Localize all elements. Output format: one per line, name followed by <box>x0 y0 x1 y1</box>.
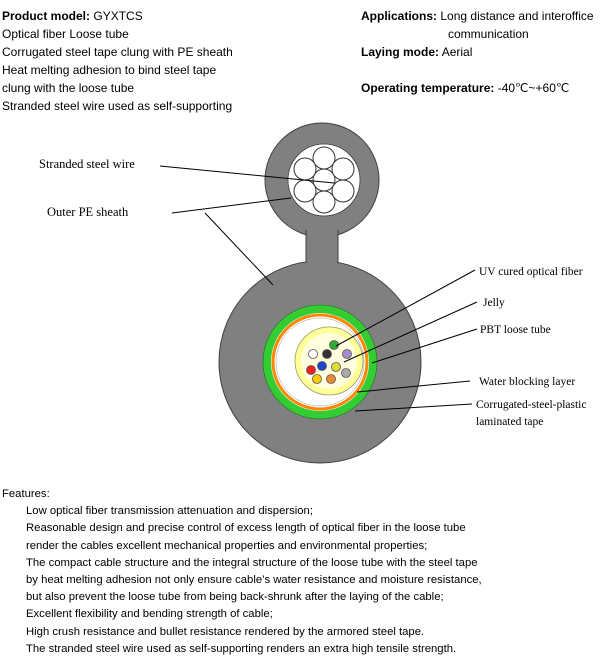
label-corrugated-2: laminated tape <box>476 416 543 428</box>
feature-item: The stranded steel wire used as self-sup… <box>26 642 457 655</box>
feature-item: The compact cable structure and the inte… <box>26 556 478 569</box>
feature-item: Low optical fiber transmission attenuati… <box>26 505 313 518</box>
feature-item: by heat melting adhesion not only ensure… <box>26 574 482 587</box>
leader-outer-sheath <box>171 197 292 214</box>
operating-temperature: Operating temperature: -40℃~+60℃ <box>361 79 594 97</box>
spec-line: Optical fiber Loose tube <box>2 27 129 41</box>
fiber <box>342 349 352 359</box>
leader-outer-sheath-2 <box>204 212 274 286</box>
label-uv-fiber: UV cured optical fiber <box>479 266 583 278</box>
spec-line: Heat melting adhesion to bind steel tape <box>2 63 217 77</box>
features-title: Features: <box>2 488 50 500</box>
steel-wire <box>331 179 355 203</box>
leader-pbt-tube <box>371 328 478 364</box>
steel-wire <box>293 157 317 181</box>
label-water-blocking: Water blocking layer <box>479 376 575 388</box>
label-stranded-steel-wire: Stranded steel wire <box>39 157 135 171</box>
feature-item: but also prevent the loose tube from bei… <box>26 591 444 604</box>
feature-item: render the cables excellent mechanical p… <box>26 539 428 552</box>
cable-cross-section-diagram: Stranded steel wire Outer PE sheath UV c… <box>39 122 587 464</box>
steel-wire <box>312 146 336 170</box>
spec-line: clung with the loose tube <box>2 81 135 95</box>
fiber <box>331 362 341 372</box>
fiber <box>308 349 318 359</box>
label-corrugated-1: Corrugated-steel-plastic <box>476 399 587 411</box>
label-pbt-tube: PBT loose tube <box>480 324 551 336</box>
spacer <box>361 61 594 79</box>
steel-wire <box>293 179 317 203</box>
label-jelly: Jelly <box>483 297 505 309</box>
steel-wires <box>293 146 355 214</box>
leader-uv-fiber <box>335 269 476 347</box>
temperature-value: -40℃~+60℃ <box>497 81 570 95</box>
leader-corrugated <box>354 403 473 412</box>
product-model-label: Product model: <box>2 9 91 23</box>
applications-label: Applications: <box>361 9 438 23</box>
optical-fibers <box>306 340 352 384</box>
leader-water-blocking <box>356 380 471 393</box>
label-outer-pe-sheath: Outer PE sheath <box>47 205 129 219</box>
product-model-value: GYXTCS <box>93 9 143 23</box>
fiber <box>341 368 351 378</box>
spec-left: Product model: GYXTCS Optical fiber Loos… <box>2 7 233 115</box>
applications-value: Long distance and interoffice <box>440 9 594 23</box>
fiber <box>312 374 322 384</box>
fiber <box>322 349 332 359</box>
orange-tape-ring <box>271 313 369 411</box>
neck-join <box>307 255 337 269</box>
laying-label: Laying mode: <box>361 45 440 59</box>
applications-value-cont: communication <box>448 27 529 41</box>
features-section: Features: Low optical fiber transmission… <box>2 486 482 658</box>
laying-value: Aerial <box>441 45 473 59</box>
spec-line: Stranded steel wire used as self-support… <box>2 99 233 113</box>
fiber <box>306 365 316 375</box>
laying-mode: Laying mode: Aerial <box>361 43 594 61</box>
leader-jelly <box>343 301 478 363</box>
spec-line: Corrugated steel tape clung with PE shea… <box>2 45 233 59</box>
feature-item: Excellent flexibility and bending streng… <box>26 608 273 621</box>
product-model: Product model: GYXTCS <box>2 7 233 25</box>
leader-steel-wire <box>159 165 335 184</box>
spec-right: Applications: Long distance and interoff… <box>361 7 594 97</box>
steel-wire <box>312 190 336 214</box>
fiber <box>317 361 327 371</box>
steel-wire <box>312 168 336 192</box>
fiber <box>326 374 336 384</box>
feature-item: High crush resistance and bullet resista… <box>26 625 425 638</box>
temperature-label: Operating temperature: <box>361 81 495 95</box>
applications: Applications: Long distance and interoff… <box>361 7 594 25</box>
steel-wire <box>331 157 355 181</box>
feature-item: Reasonable design and precise control of… <box>26 522 466 535</box>
